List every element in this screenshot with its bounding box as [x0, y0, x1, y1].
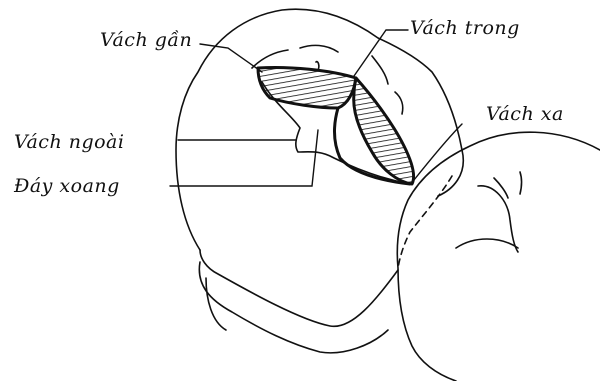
- crown-base-3: [206, 278, 226, 330]
- mesial-wall-hatched: [258, 67, 356, 108]
- adjacent-fissure-1: [478, 186, 518, 252]
- cusp-ridge-4: [395, 92, 403, 114]
- adjacent-fissure-4: [456, 239, 518, 248]
- tooth-crown: [176, 9, 463, 353]
- adjacent-fissure-2: [494, 178, 508, 198]
- label-distal-wall: Vách xa: [486, 103, 564, 125]
- cusp-ridge-3: [372, 56, 388, 84]
- crown-base-1: [200, 250, 398, 326]
- cusp-ridge-2: [300, 45, 338, 52]
- leader-distal-wall: [414, 124, 462, 180]
- labels: Vách gần Vách trong Vách xa Vách ngoài Đ…: [13, 17, 564, 197]
- leader-cavity-floor: [170, 130, 318, 186]
- label-mesial-wall: Vách gần: [100, 29, 192, 51]
- adjacent-tooth-contact-dashed: [398, 176, 452, 268]
- cavity: [258, 67, 414, 184]
- inner-wall-hatched: [354, 78, 414, 184]
- cusp-ridge-1: [252, 50, 288, 68]
- adjacent-fissure-3: [520, 172, 522, 194]
- label-cavity-floor: Đáy xoang: [13, 175, 120, 197]
- label-inner-wall: Vách trong: [410, 17, 520, 39]
- adjacent-tooth-outline: [397, 132, 600, 381]
- crown-base-2: [199, 262, 388, 353]
- label-outer-wall: Vách ngoài: [14, 131, 124, 153]
- adjacent-tooth: [397, 132, 600, 381]
